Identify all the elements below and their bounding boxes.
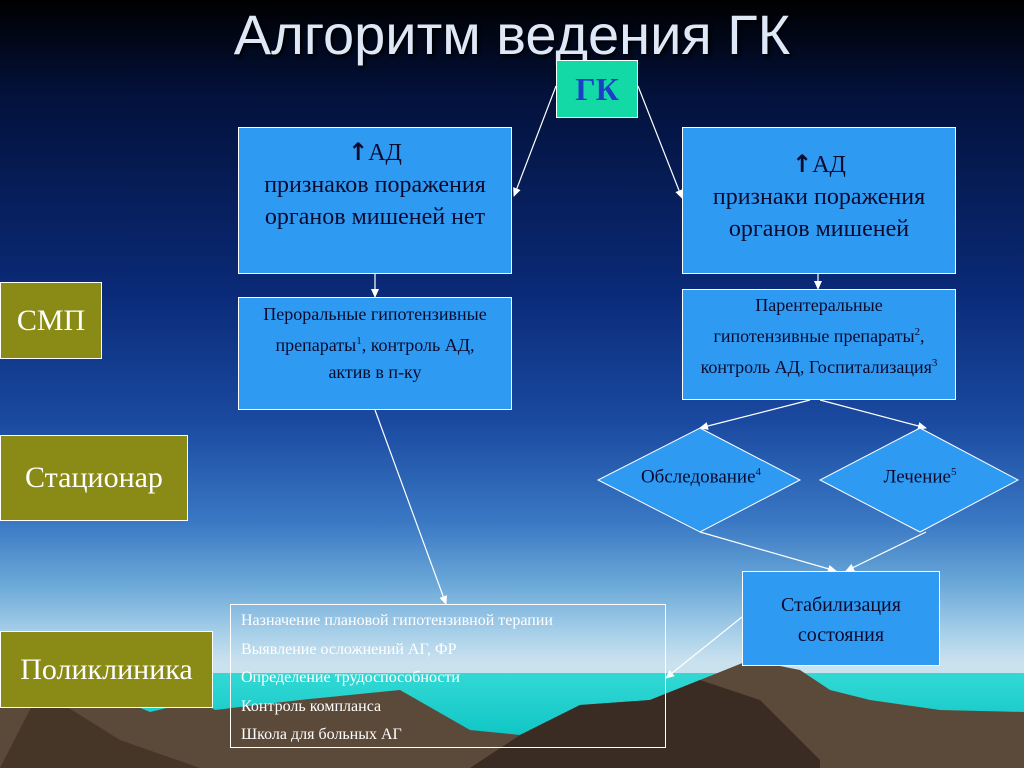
footnote-3: 3 [931, 357, 938, 369]
stabilization-box: Стабилизация состояния [742, 571, 940, 666]
left-condition-text: признаков поражения органов мишеней нет [264, 172, 486, 230]
left-condition-box: ↑АД признаков поражения органов мишеней … [238, 127, 512, 274]
arrow-to-diamond-2 [819, 399, 927, 430]
right-action-text2: , контроль АД, Госпитализация [700, 326, 932, 377]
list-item: Определение трудоспособности [241, 669, 460, 686]
level-hospital: Стационар [0, 435, 188, 521]
right-action-text1: Парентеральные гипотензивные препараты [713, 295, 915, 346]
root-node-gk: ГК [556, 60, 638, 118]
right-condition-ad: АД [812, 152, 846, 178]
mountain-shade [470, 680, 820, 768]
stabilization-text: Стабилизация состояния [781, 594, 901, 646]
diamond-examination [596, 427, 802, 533]
diamond-treatment [818, 427, 1020, 533]
arrow-to-diamond-1 [699, 399, 811, 430]
list-item: Контроль компланса [241, 697, 382, 715]
diamond-treatment-label: Лечение5 [830, 466, 1010, 488]
arrow-gk-right [637, 85, 683, 199]
level-smp: СМП [0, 282, 102, 359]
footnote-2: 2 [914, 326, 921, 338]
left-condition-ad: АД [368, 140, 402, 166]
arrow-diamond-2-result [845, 531, 927, 572]
left-action-box: Пероральные гипотензивные препараты1, ко… [238, 297, 512, 410]
left-condition-head: ↑АД [239, 136, 511, 169]
left-action-text2: , контроль АД, актив в п-ку [328, 335, 475, 382]
footnote-4: 4 [755, 466, 762, 478]
polyclinic-tasks-box: Назначение плановой гипотензивной терапи… [230, 604, 666, 748]
arrow-up-icon: ↑ [792, 150, 813, 178]
left-action-text1: Пероральные гипотензивные препараты [263, 304, 487, 355]
right-condition-head: ↑АД [683, 148, 955, 181]
arrow-up-icon: ↑ [348, 138, 369, 166]
examination-text: Обследование [640, 466, 756, 488]
list-item: Выявление осложнений АГ, ФР [241, 640, 457, 658]
arrow-diamond-1-result [699, 531, 837, 573]
arrow-left-action-list [374, 409, 448, 605]
right-action-box: Парентеральные гипотензивные препараты2,… [682, 289, 956, 400]
arrow-gk-left [513, 85, 557, 197]
list-item: Назначение плановой гипотензивной терапи… [241, 612, 553, 629]
treatment-text: Лечение [883, 466, 951, 488]
list-item: Школа для больных АГ [241, 726, 402, 743]
right-condition-text: признаки поражения органов мишеней [712, 184, 926, 242]
footnote-1: 1 [356, 335, 362, 347]
right-condition-box: ↑АД признаки поражения органов мишеней [682, 127, 956, 274]
page-title: Алгоритм ведения ГК [233, 3, 791, 66]
footnote-5: 5 [950, 466, 957, 478]
mountain-shade-left [0, 690, 200, 768]
level-polyclinic: Поликлиника [0, 631, 213, 708]
diamond-examination-label: Обследование4 [606, 466, 796, 488]
arrow-result-list [665, 616, 743, 679]
